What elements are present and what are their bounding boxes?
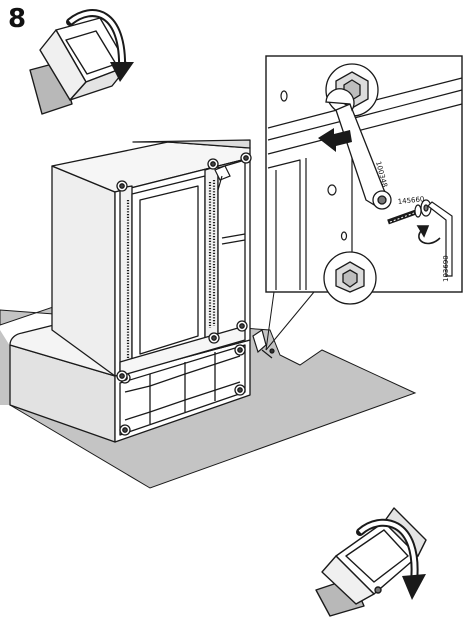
hex-key-icon [427, 201, 453, 277]
detail-callout: 100348 145660 103690 [265, 55, 463, 305]
cam-lock-bottom [323, 251, 377, 305]
tip-over-icon-top [29, 17, 129, 115]
rotate-cw-icon-bottom [356, 518, 426, 600]
rotate-ccw-icon [416, 225, 441, 245]
rotate-cw-icon [66, 9, 134, 82]
part-number-screw: 145660 [397, 195, 424, 206]
screw-icon [387, 199, 432, 225]
shelf-pin-holes [126, 180, 216, 360]
wall-bracket [214, 165, 231, 191]
tip-back-icon-bottom [315, 507, 427, 617]
lower-frame [9, 323, 251, 443]
upper-cabinet [51, 139, 252, 382]
step-number: 8 [8, 4, 27, 34]
wrench-icon [325, 88, 392, 210]
part-number-hex-key: 103690 [442, 255, 450, 282]
floor-hardware [252, 329, 275, 359]
push-arrow-icon [318, 128, 352, 152]
callout-leader [265, 291, 315, 351]
